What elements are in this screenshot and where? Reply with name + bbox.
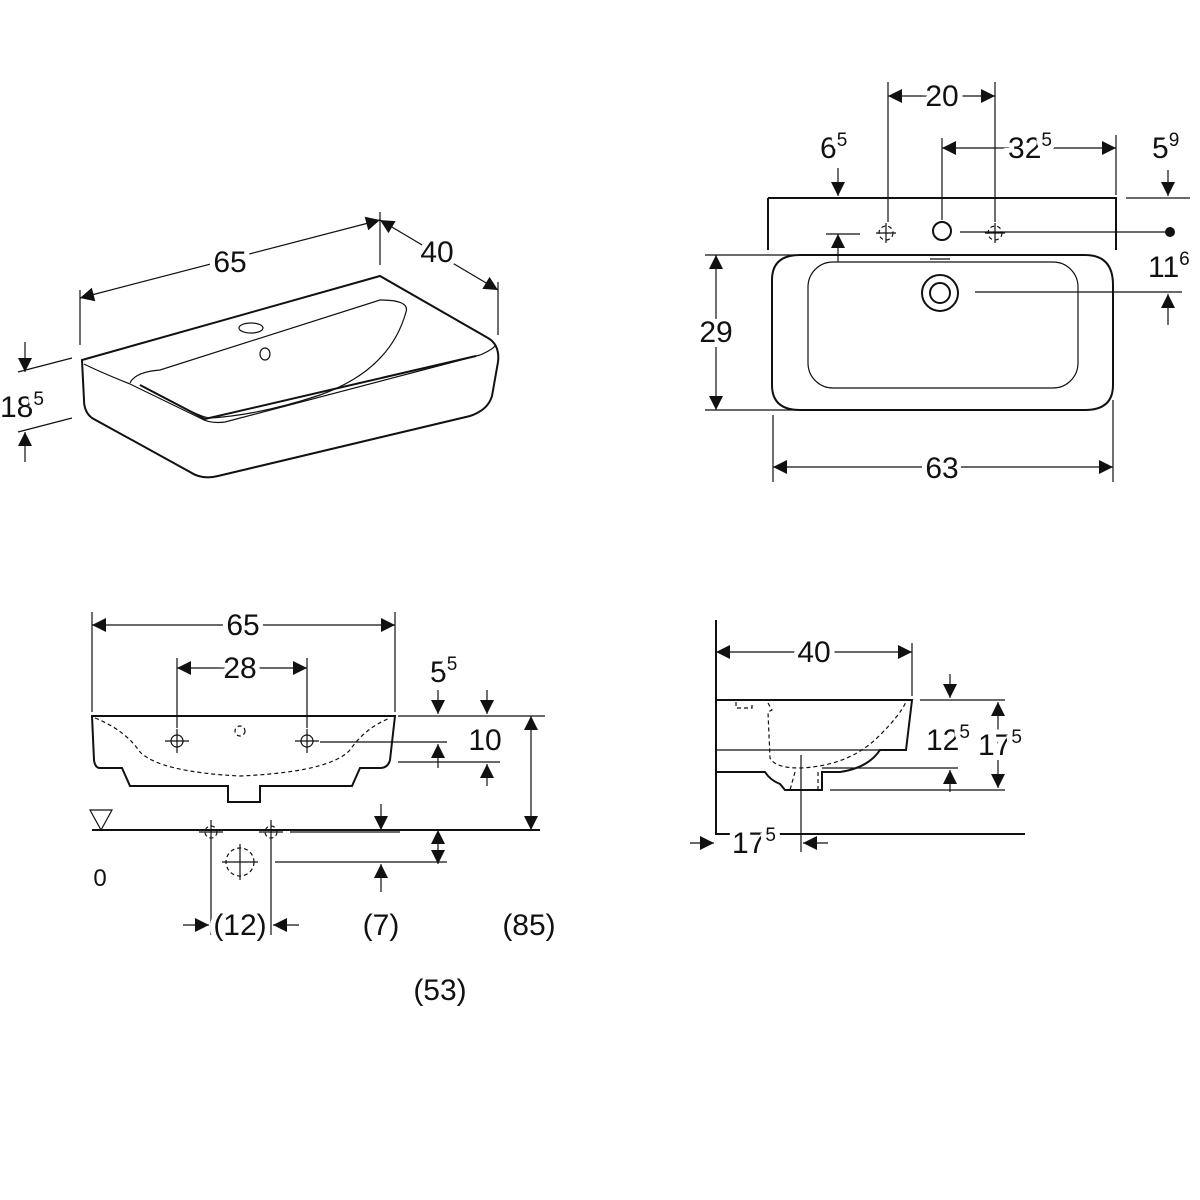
optional-hole-left [876,223,896,243]
dim-bowl-width: 63 [925,452,958,485]
dim-total-height: 175 [978,727,1022,762]
floor-level-label: 0 [93,865,106,892]
bowl-hidden-line [767,701,907,769]
supply-right [259,820,283,935]
tap-hole [932,221,952,241]
top-view: 20 325 65 59 116 29 63 [694,75,1194,490]
dim-rim-height: (85) [502,909,555,942]
dim-supply-to-drain: (7) [363,909,400,942]
dim-hole-spacing: 28 [223,652,256,685]
dim-height: 185 [0,389,44,424]
dim-bowl-height: 125 [926,722,970,757]
dim-rear-to-hole: 59 [1152,130,1179,165]
front-view: 65 28 55 10 (12) (7) (53) (85) 0 [88,604,560,1012]
dim-drain-height: (53) [413,974,466,1007]
reference-dot [1165,227,1175,237]
front-outline [90,715,397,803]
dim-width: 65 [213,246,246,279]
dim-supply-spacing: (12) [213,909,266,942]
dim-side-hole-offset: 65 [820,130,847,165]
side-outline [716,699,914,791]
basin-rim-inner [83,344,497,424]
dim-rim-thickness: 10 [468,724,501,757]
basin-outline [80,274,500,479]
supply-left [199,820,223,935]
dim-depth: 40 [797,636,830,669]
dim-bowl-depth: 29 [699,316,732,349]
tap-hole-left [165,729,189,753]
perspective-view: 65 40 185 [0,212,500,479]
bowl-inner [807,261,1079,389]
dim-hole-to-drain: 116 [1148,249,1190,284]
dim-width: 65 [226,609,259,642]
dim-wall-to-drain: 175 [732,825,776,860]
tap-hole-right [295,729,319,753]
bowl-hidden-line [94,717,391,777]
dim-depth: 40 [420,236,453,269]
drain-outlet [222,844,258,880]
bowl-front-lip [139,355,477,421]
dim-hole-spacing: 20 [925,80,958,113]
top-outline [767,197,1117,250]
bowl-rim [771,254,1114,411]
optional-hole-right [985,223,1005,243]
centre-hole [234,725,246,737]
floor-level-marker [88,809,114,832]
dim-tap-to-edge: 325 [1008,130,1052,165]
drain-inner [929,282,951,304]
overflow-hidden [735,702,753,709]
tap-hole [238,322,264,334]
overflow-hole [259,347,271,361]
dim-rim-to-hole: 55 [430,654,457,689]
side-view: 40 125 175 175 [690,620,1027,865]
drain-outer [921,274,959,312]
